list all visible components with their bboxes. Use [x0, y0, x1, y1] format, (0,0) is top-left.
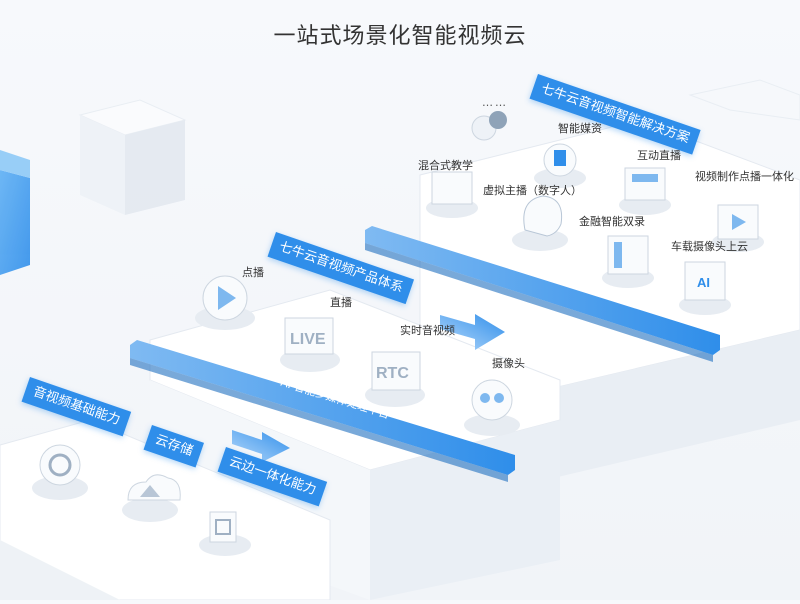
rtc-icon: RTC — [365, 351, 425, 407]
label-vod: 点播 — [242, 266, 264, 279]
label-live: 直播 — [330, 296, 352, 309]
page-title: 一站式场景化智能视频云 — [273, 24, 527, 49]
tier3-band — [365, 226, 720, 362]
media-assets-icon — [534, 143, 586, 188]
svg-text:AI: AI — [697, 275, 710, 290]
cloud-edge-icon — [199, 511, 251, 556]
video-production-icon — [712, 204, 764, 252]
background-cubes — [0, 79, 800, 275]
tier2-arrow-icon — [440, 314, 505, 350]
tier1-arrow-icon — [232, 430, 290, 462]
tier2-band — [130, 340, 515, 482]
label-media-assets: 智能媒资 — [558, 122, 602, 135]
finance-dual-record-icon — [602, 235, 654, 288]
digital-human-icon — [512, 195, 568, 251]
camera-icon — [464, 379, 520, 436]
vod-icon — [195, 275, 255, 330]
label-rtc: 实时音视频 — [400, 324, 455, 337]
label-vehicle-camera: 车载摄像头上云 — [671, 240, 748, 253]
vehicle-camera-icon: AI — [679, 261, 731, 315]
label-finance-dual-record: 金融智能双录 — [579, 215, 645, 228]
basic-av-icon — [32, 444, 88, 500]
label-video-production: 视频制作点播一体化 — [695, 170, 794, 183]
blended-teaching-icon — [426, 111, 507, 218]
more-ellipsis: …… — [482, 96, 508, 109]
svg-text:RTC: RTC — [376, 365, 409, 382]
cloud-storage-icon — [122, 474, 181, 522]
interactive-live-icon — [619, 167, 671, 215]
label-digital-human: 虚拟主播（数字人） — [483, 184, 582, 197]
label-interactive-live: 互动直播 — [637, 149, 681, 162]
live-icon: LIVE — [280, 317, 340, 372]
svg-text:LIVE: LIVE — [290, 331, 326, 348]
label-camera: 摄像头 — [492, 357, 525, 370]
label-blended-teaching: 混合式教学 — [418, 159, 473, 172]
